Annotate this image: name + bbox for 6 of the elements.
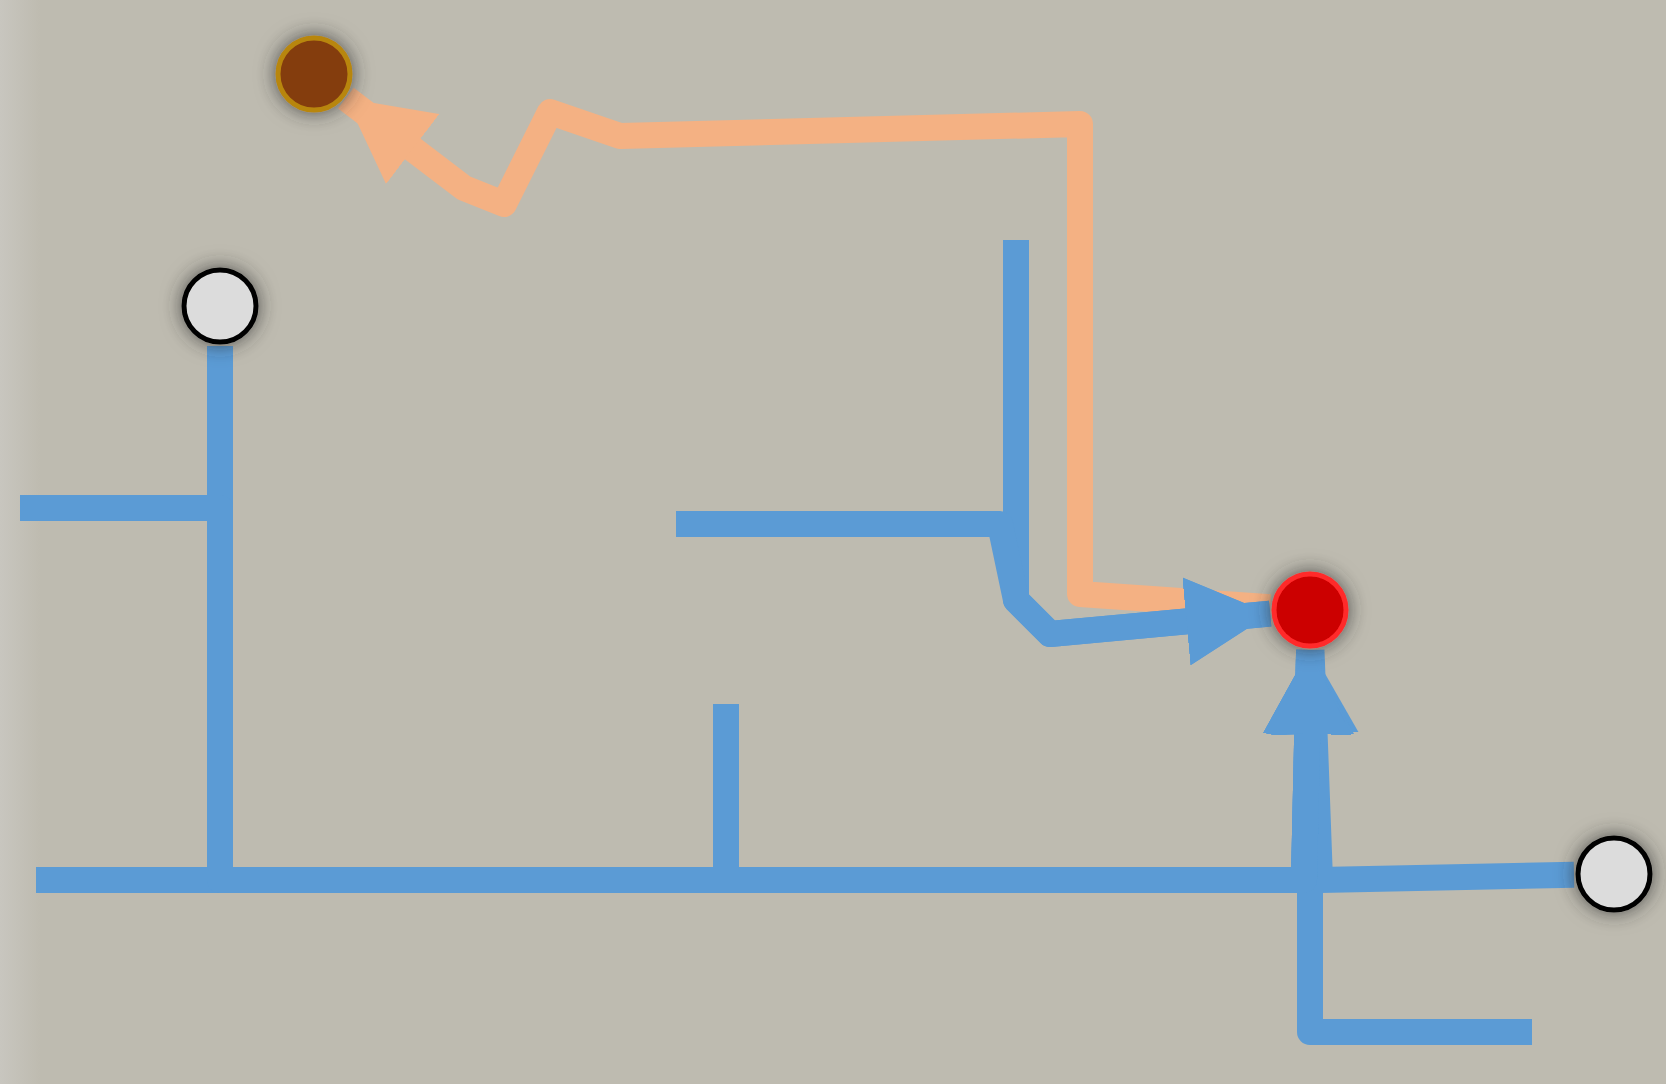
circle-node: [1270, 570, 1350, 650]
arrow: [676, 511, 1272, 666]
arrow: [1270, 649, 1575, 893]
circle-node: [1574, 834, 1654, 914]
circle-node: [274, 34, 354, 114]
circle-node: [180, 266, 260, 346]
